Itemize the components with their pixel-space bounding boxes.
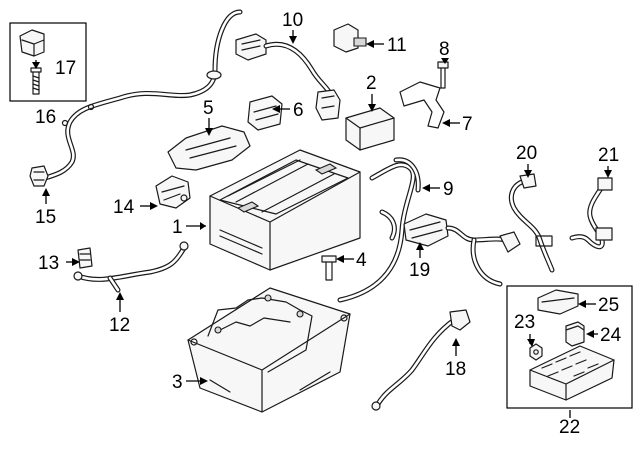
callout-17: 17 [55,58,76,79]
battery-tray-part-3[interactable] [187,287,351,413]
callout-4: 4 [356,250,367,271]
callout-22: 22 [559,417,580,438]
callout-1: 1 [172,217,183,238]
callout-labels: 1 2 3 4 5 6 7 8 9 10 11 12 13 14 15 16 1… [35,10,622,438]
connector-part-24[interactable] [565,321,585,347]
terminal-cover-part-16[interactable] [19,29,45,57]
callout-7: 7 [462,114,473,135]
callout-13: 13 [38,253,59,274]
cable-part-18[interactable] [371,309,471,411]
callout-5: 5 [203,98,214,119]
bolt-part-4[interactable] [321,255,337,281]
sensor-part-14[interactable] [155,175,191,209]
callout-25: 25 [598,295,619,316]
harness-part-10[interactable] [235,33,341,121]
connector-part-13[interactable] [77,247,93,269]
callout-20: 20 [516,143,537,164]
cover-part-25[interactable] [537,289,579,315]
harness-cable-part[interactable] [42,9,243,181]
callout-24: 24 [600,325,622,346]
inset-box-22 [506,285,633,409]
leaders [32,30,612,418]
callout-10: 10 [282,10,303,31]
callout-18: 18 [445,359,466,380]
callout-9: 9 [443,179,454,200]
callout-6: 6 [293,100,304,121]
cable-part-21[interactable] [569,177,613,250]
connector-part-15[interactable] [29,165,49,187]
callout-11: 11 [387,35,407,56]
callout-21: 21 [598,145,619,166]
callout-14: 14 [113,197,135,218]
bolt-part-17[interactable] [30,67,42,95]
callout-15: 15 [35,207,56,228]
insulator-part-5[interactable] [167,125,251,171]
callout-16: 16 [35,107,56,128]
inset-box-16 [9,22,87,102]
cable-part-20[interactable] [508,173,555,273]
bracket-part-7[interactable] [399,81,445,129]
battery-part-1[interactable] [209,149,361,271]
nut-part-23[interactable] [529,343,543,361]
bracket-part-6[interactable] [247,95,283,131]
bolt-part-8[interactable] [437,61,449,89]
clip-part-11[interactable] [333,23,367,53]
module-part-2[interactable] [345,107,395,151]
callout-3: 3 [172,372,183,393]
callout-12: 12 [109,315,130,336]
harness-part-9[interactable] [337,157,421,303]
fuse-box-part-22[interactable] [529,345,615,401]
callout-23: 23 [514,312,535,333]
callout-19: 19 [409,260,430,281]
terminal-part-19[interactable] [403,213,521,287]
callout-2: 2 [366,73,377,94]
cable-part-12[interactable] [73,241,189,293]
callout-8: 8 [439,39,450,60]
